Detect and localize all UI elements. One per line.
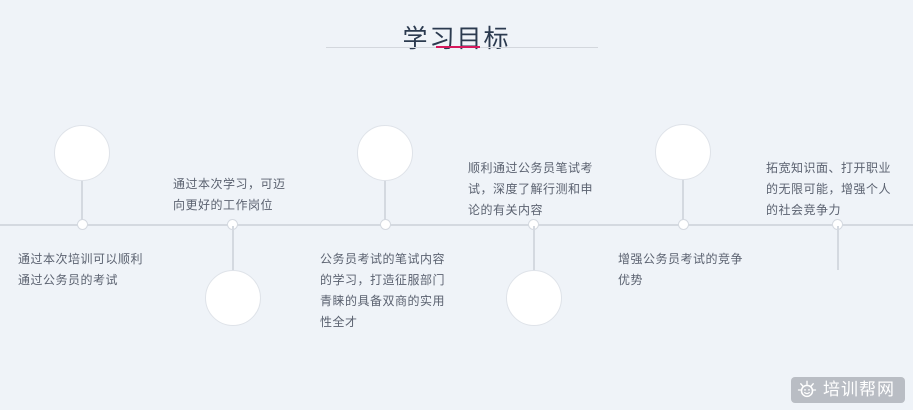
watermark-label: 培训帮网 — [823, 380, 895, 400]
timeline-node-6-caption: 拓宽知识面、打开职业的无限可能，增强个人的社会竞争力 — [766, 161, 892, 217]
sun-face-icon — [797, 380, 817, 400]
timeline-node-5-stem — [682, 180, 684, 225]
timeline-node-1-stem — [81, 181, 83, 225]
timeline-node-2-caption: 通过本次学习，可迈向更好的工作岗位 — [173, 177, 286, 212]
timeline-node-2-stem — [232, 226, 234, 270]
timeline-axis — [0, 224, 913, 226]
timeline-node-2-circle[interactable] — [205, 270, 261, 326]
timeline-node-3-circle[interactable] — [357, 125, 413, 181]
timeline-node-5-dot[interactable] — [678, 219, 689, 230]
timeline-node-4-circle[interactable] — [506, 270, 562, 326]
timeline-node-4-stem — [533, 226, 535, 270]
timeline-node-5-caption: 增强公务员考试的竞争优势 — [618, 252, 744, 287]
watermark: 培训帮网 — [791, 377, 905, 403]
timeline-node-6-stem — [837, 226, 839, 270]
title-divider-accent — [436, 46, 480, 48]
timeline-node-3-stem — [384, 181, 386, 225]
page-title-block: 学习目标 — [0, 22, 913, 56]
timeline-node-1-circle[interactable] — [54, 125, 110, 181]
timeline-node-1-caption: 通过本次培训可以顺利通过公务员的考试 — [18, 252, 144, 287]
timeline-node-5-circle[interactable] — [655, 124, 711, 180]
timeline-node-4-caption: 顺利通过公务员笔试考试，深度了解行测和申论的有关内容 — [468, 161, 594, 217]
timeline-node-3-caption: 公务员考试的笔试内容的学习，打造征服部门青睐的具备双商的实用性全才 — [320, 252, 446, 329]
timeline-node-3-dot[interactable] — [380, 219, 391, 230]
timeline-node-1-dot[interactable] — [77, 219, 88, 230]
page-title: 学习目标 — [402, 24, 511, 53]
